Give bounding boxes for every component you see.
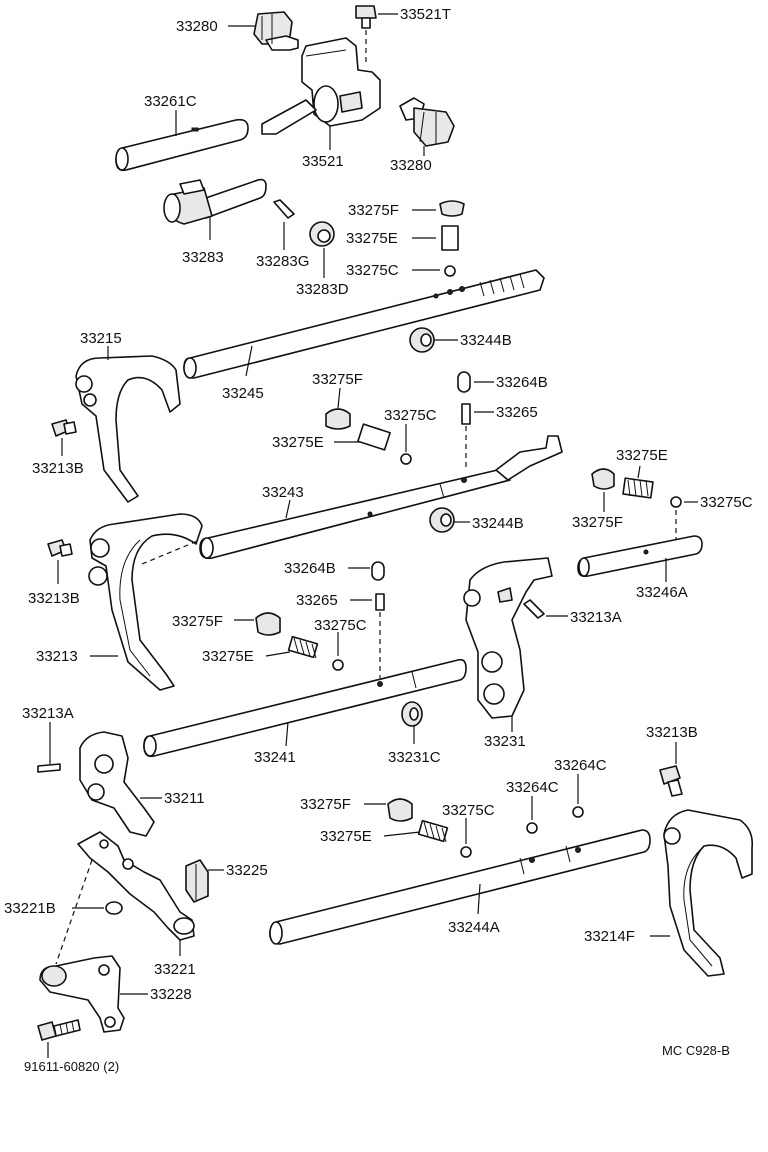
shaft-33243-drawing xyxy=(199,435,563,560)
fork-33214F-drawing xyxy=(663,809,754,977)
label-33244B-a: 33244B xyxy=(460,332,512,349)
label-33275E-a: 33275E xyxy=(346,230,398,247)
label-91611-60820: 91611-60820 (2) xyxy=(24,1059,119,1074)
label-33221: 33221 xyxy=(154,961,196,978)
label-33243: 33243 xyxy=(262,484,304,501)
clip-33244B-a-drawing xyxy=(409,327,435,353)
label-33215: 33215 xyxy=(80,330,122,347)
label-33213A-a: 33213A xyxy=(570,609,622,626)
label-33521: 33521 xyxy=(302,153,344,170)
pin-33265-b-drawing xyxy=(375,593,385,611)
label-33275F-a: 33275F xyxy=(348,202,399,219)
detent-group-a-drawing xyxy=(439,200,465,277)
label-33231C: 33231C xyxy=(388,749,441,766)
label-33275F-c: 33275F xyxy=(572,514,623,531)
clip-33221B-drawing xyxy=(105,901,123,915)
label-33275F-b: 33275F xyxy=(312,371,363,388)
bracket-33221-drawing xyxy=(77,831,195,941)
label-33264C-b: 33264C xyxy=(554,757,607,774)
bolt-91611-60820-drawing xyxy=(37,1019,81,1041)
label-33241: 33241 xyxy=(254,749,296,766)
bracket-33228-drawing xyxy=(39,955,125,1033)
plug-33280-top-drawing xyxy=(253,11,299,51)
label-33521T: 33521T xyxy=(400,6,451,23)
label-33245: 33245 xyxy=(222,385,264,402)
label-33275C-c: 33275C xyxy=(700,494,753,511)
arm-33231-drawing xyxy=(463,557,553,719)
shaft-33261C-drawing xyxy=(115,118,249,172)
bolt-33213B-c-drawing xyxy=(659,765,683,797)
label-33283D: 33283D xyxy=(296,281,349,298)
diagram-code: MC C928-B xyxy=(662,1043,730,1058)
label-33275E-c: 33275E xyxy=(616,447,668,464)
label-33213B-a: 33213B xyxy=(32,460,84,477)
label-33213B-c: 33213B xyxy=(646,724,698,741)
detent-group-b-drawing xyxy=(325,408,412,465)
label-33265-a: 33265 xyxy=(496,404,538,421)
bolt-33213B-a-drawing xyxy=(51,419,77,437)
block-33225-drawing xyxy=(185,859,209,903)
plug-33264C-b-drawing xyxy=(572,806,584,818)
label-33283: 33283 xyxy=(182,249,224,266)
label-33275C-e: 33275C xyxy=(442,802,495,819)
clip-33231C-drawing xyxy=(401,701,423,727)
detent-group-c-drawing xyxy=(591,468,682,508)
clip-33244B-b-drawing xyxy=(429,507,455,533)
plug-33264B-a-drawing xyxy=(457,371,471,393)
shaft-33241-drawing xyxy=(143,658,467,758)
label-33211: 33211 xyxy=(164,790,205,807)
label-33264B-a: 33264B xyxy=(496,374,548,391)
label-33275E-d: 33275E xyxy=(202,648,254,665)
label-33275C-d: 33275C xyxy=(314,617,367,634)
label-33213B-b: 33213B xyxy=(28,590,80,607)
detent-group-d-drawing xyxy=(255,612,344,671)
label-33275C-a: 33275C xyxy=(346,262,399,279)
bolt-33213B-b-drawing xyxy=(47,539,73,557)
label-33244A: 33244A xyxy=(448,919,500,936)
label-33231: 33231 xyxy=(484,733,526,750)
arm-33211-drawing xyxy=(79,731,155,837)
label-33275E-b: 33275E xyxy=(272,434,324,451)
ring-33283D-drawing xyxy=(309,221,335,247)
label-33280-bottom: 33280 xyxy=(390,157,432,174)
shaft-33246A-drawing xyxy=(577,535,703,578)
label-33225: 33225 xyxy=(226,862,268,879)
label-33261C: 33261C xyxy=(144,93,197,110)
fork-33213-drawing xyxy=(88,513,203,691)
pin-33213A-a-drawing xyxy=(523,599,545,619)
label-33228: 33228 xyxy=(150,986,192,1003)
shift-head-33521-drawing xyxy=(261,37,381,135)
label-33275E-e: 33275E xyxy=(320,828,372,845)
label-33275F-e: 33275F xyxy=(300,796,351,813)
label-33275F-d: 33275F xyxy=(172,613,223,630)
plug-33264C-a-drawing xyxy=(526,822,538,834)
bolt-33521T-drawing xyxy=(355,5,377,29)
fork-33215-drawing xyxy=(75,355,181,503)
plug-33280-bottom-drawing xyxy=(399,97,455,147)
pin-33213A-b-drawing xyxy=(37,763,61,773)
label-33246A: 33246A xyxy=(636,584,688,601)
label-33264C-a: 33264C xyxy=(506,779,559,796)
label-33214F: 33214F xyxy=(584,928,635,945)
detent-group-e-drawing xyxy=(387,798,472,858)
label-33213A-b: 33213A xyxy=(22,705,74,722)
label-33275C-b: 33275C xyxy=(384,407,437,424)
label-33280-top: 33280 xyxy=(176,18,218,35)
label-33244B-b: 33244B xyxy=(472,515,524,532)
pin-33265-a-drawing xyxy=(461,403,471,425)
label-33265-b: 33265 xyxy=(296,592,338,609)
label-33283G: 33283G xyxy=(256,253,309,270)
label-33264B-b: 33264B xyxy=(284,560,336,577)
plug-33264B-b-drawing xyxy=(371,561,385,581)
label-33213: 33213 xyxy=(36,648,78,665)
shaft-33245-drawing xyxy=(183,269,545,379)
selector-33283-drawing xyxy=(163,178,267,225)
label-33221B: 33221B xyxy=(4,900,56,917)
shaft-33244A-drawing xyxy=(269,829,651,945)
pin-33283G-drawing xyxy=(273,199,295,219)
